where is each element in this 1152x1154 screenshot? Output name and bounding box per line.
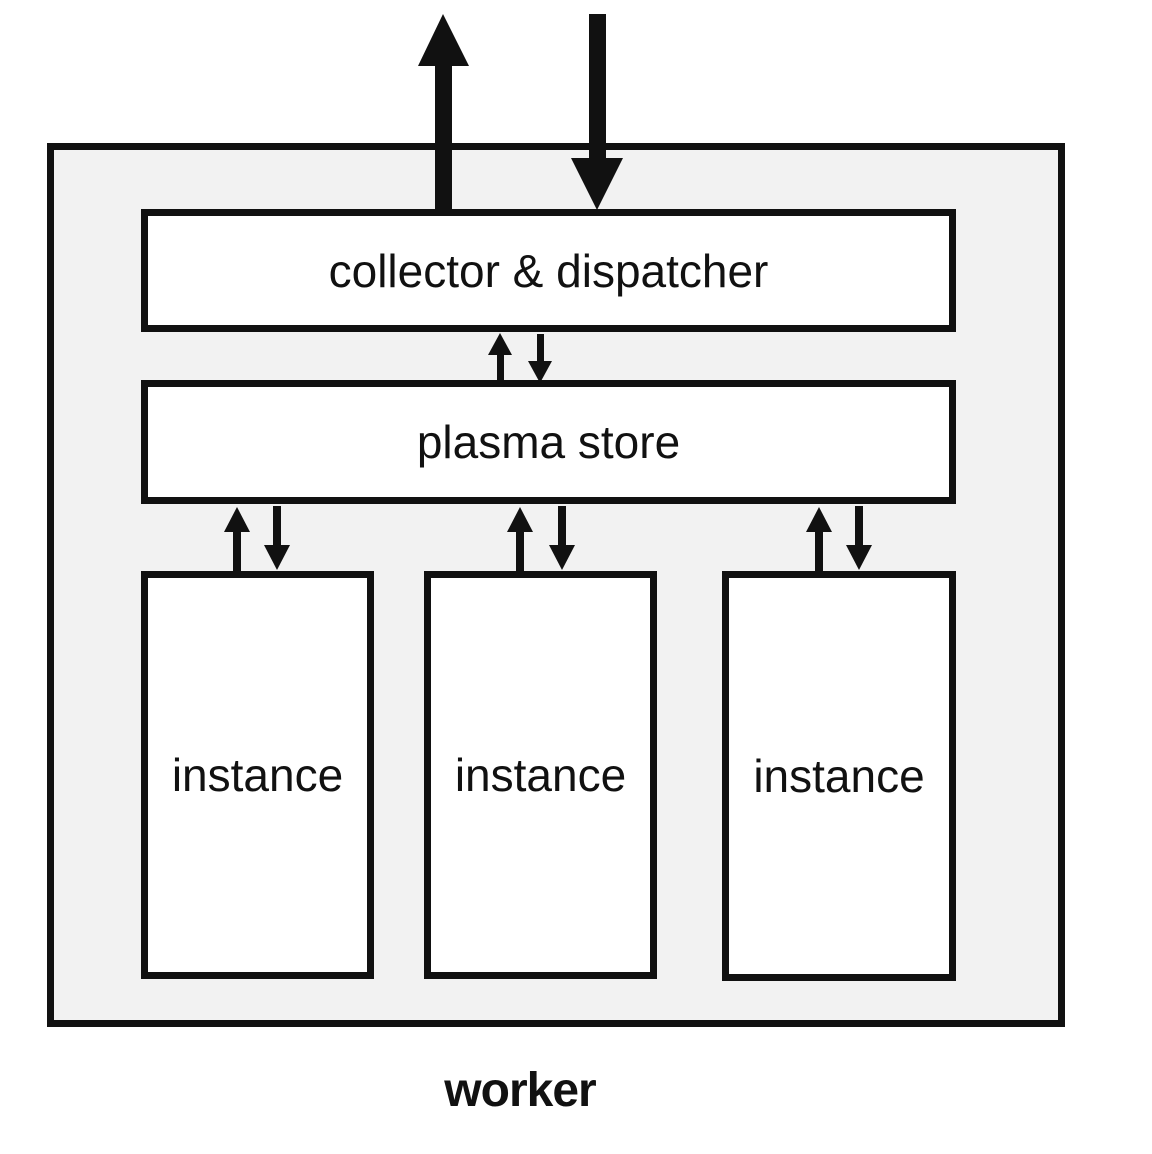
instance-box-3: instance <box>722 571 956 981</box>
plasma-store-box: plasma store <box>141 380 956 504</box>
collector-dispatcher-box: collector & dispatcher <box>141 209 956 332</box>
instance-box-2: instance <box>424 571 657 979</box>
instance-label-2: instance <box>454 749 627 801</box>
instance-box-1: instance <box>141 571 374 979</box>
instance-label-1: instance <box>171 749 344 801</box>
worker-label: worker <box>444 1064 596 1117</box>
plasma-store-label: plasma store <box>416 416 681 468</box>
instance-label-3: instance <box>753 750 925 802</box>
collector-dispatcher-label: collector & dispatcher <box>328 244 769 297</box>
